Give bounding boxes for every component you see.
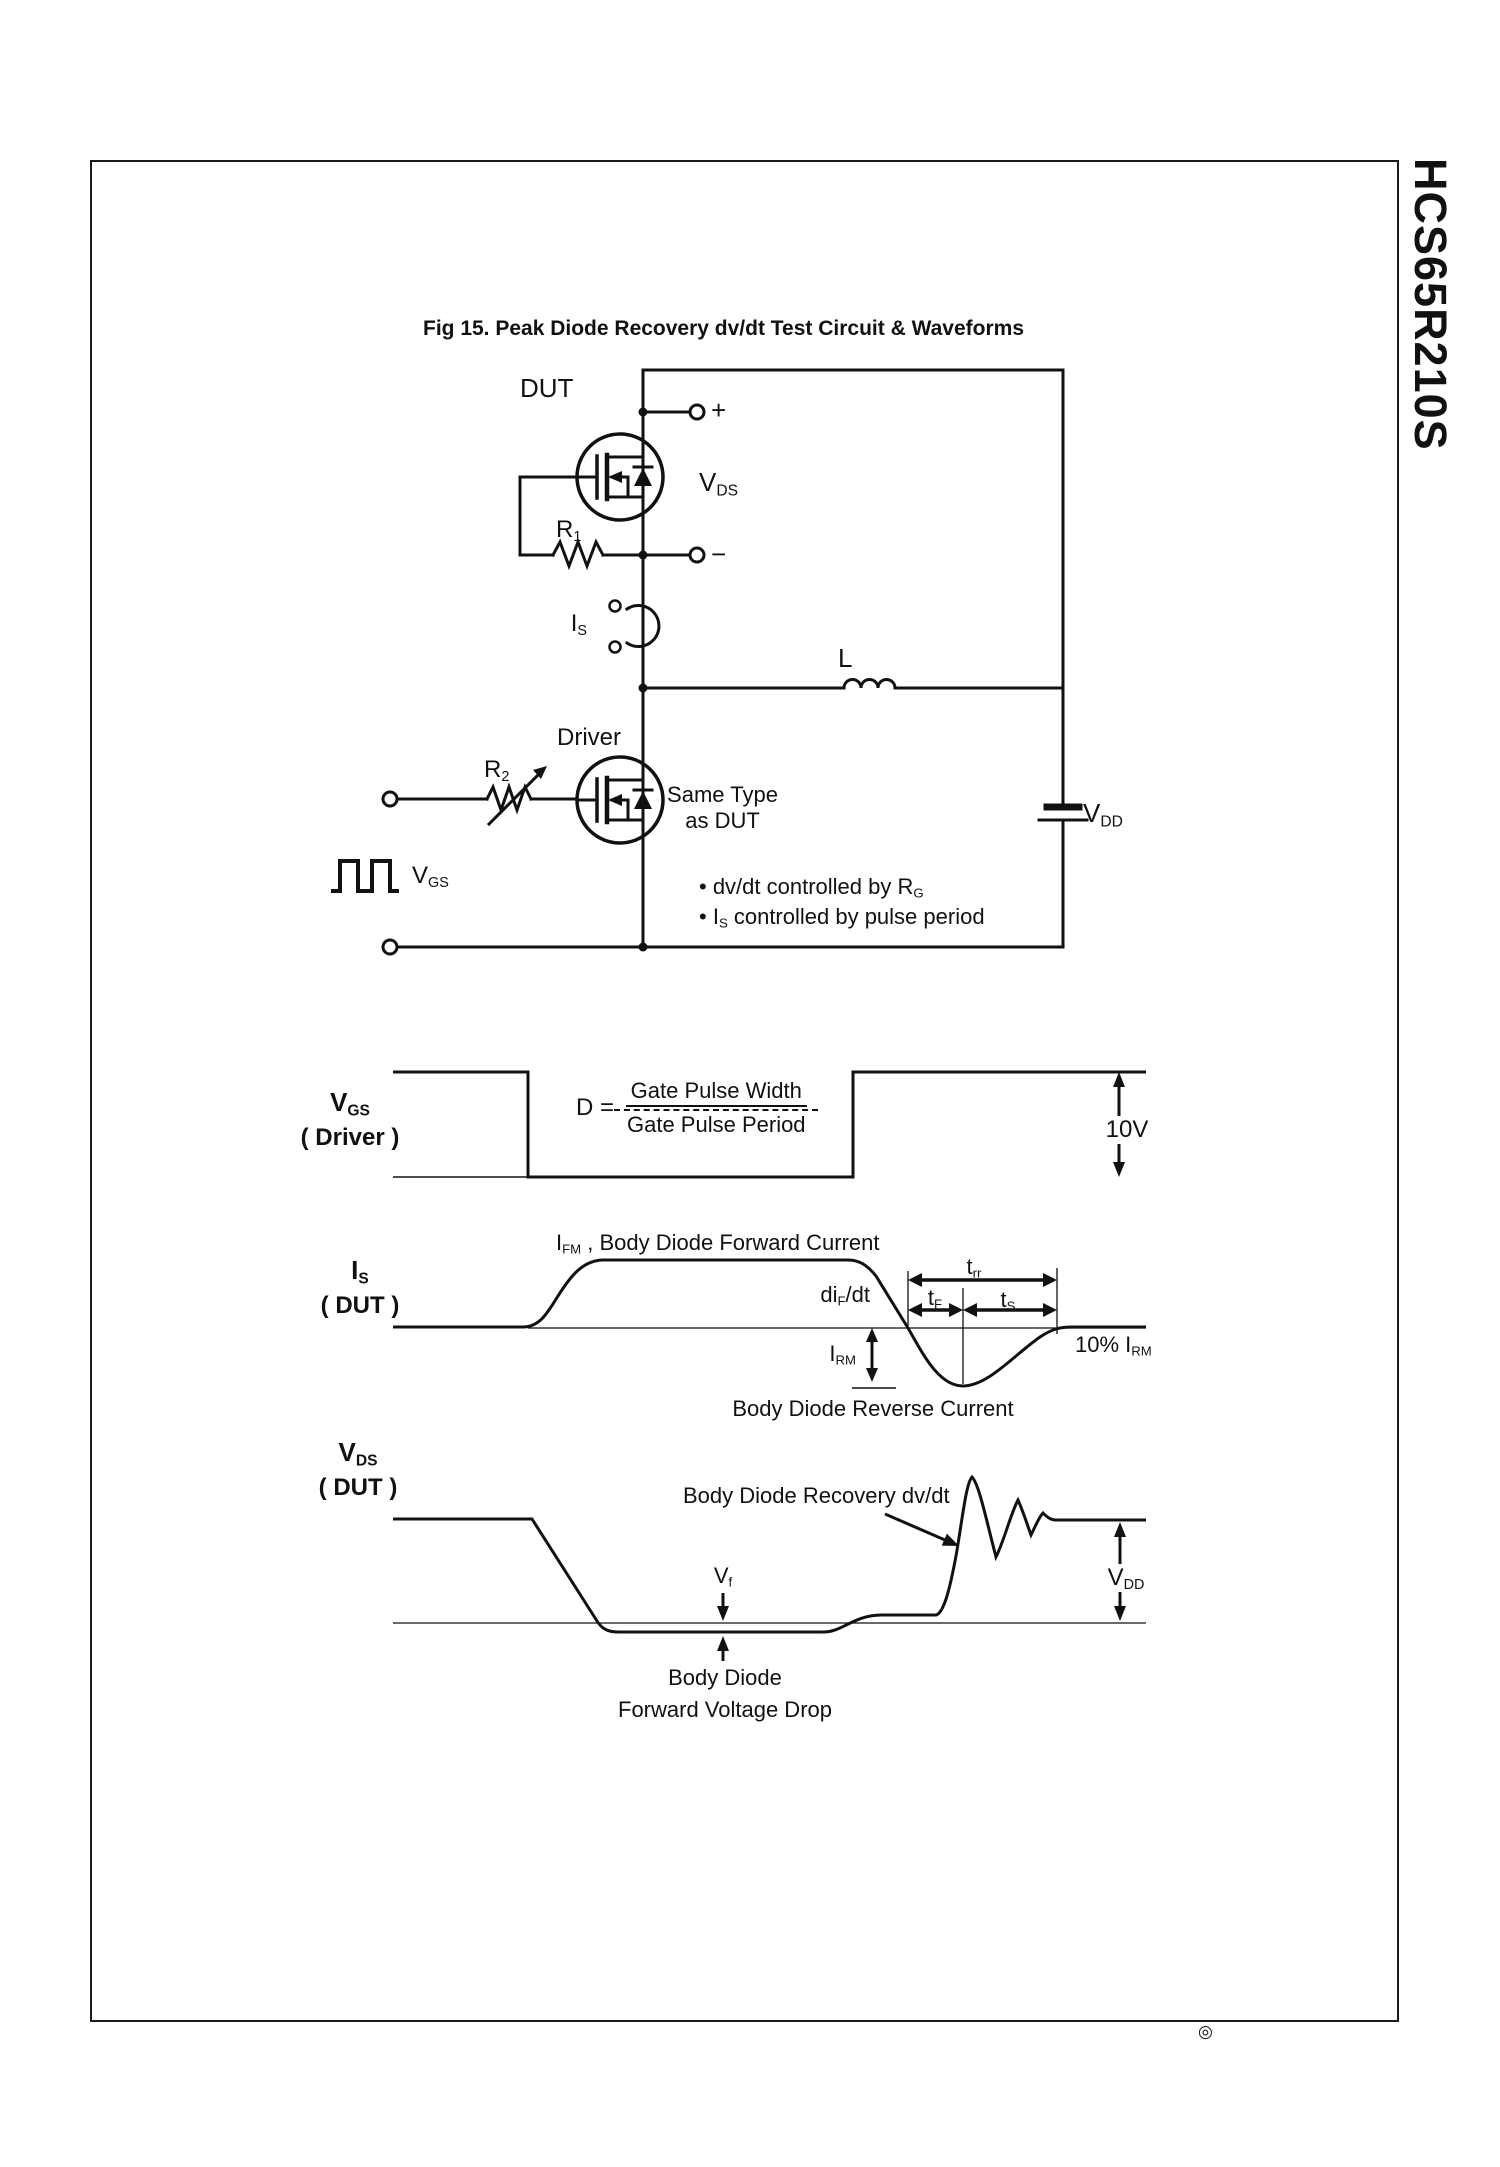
trr-arrow xyxy=(908,1273,1057,1287)
is-axis-symbol: IS xyxy=(351,1255,369,1288)
same-type-line2: as DUT xyxy=(685,808,760,833)
driver-label: Driver xyxy=(557,724,621,751)
is-axis-label: IS ( DUT ) xyxy=(280,1255,440,1319)
is-axis-line2: ( DUT ) xyxy=(320,1291,400,1319)
recovery-dvdt-label: Body Diode Recovery dv/dt xyxy=(683,1483,950,1508)
terminal-circles xyxy=(381,403,706,956)
duty-formula-lhs: D = xyxy=(576,1094,615,1121)
irm-label: IRM xyxy=(829,1341,856,1368)
fwd-drop-line2: Forward Voltage Drop xyxy=(618,1697,832,1722)
is-waveform xyxy=(393,1258,1146,1389)
same-type-line1: Same Type xyxy=(667,782,778,807)
variable-resistor-r2-icon xyxy=(484,766,547,827)
reverse-current-label: Body Diode Reverse Current xyxy=(732,1396,1014,1421)
vdd-wave-label: VDD xyxy=(1092,1564,1160,1592)
irm-arrow xyxy=(852,1328,896,1389)
vgs-circuit-label: VGS xyxy=(412,862,449,892)
trr-label: trr xyxy=(966,1254,982,1281)
recovery-pointer-arrow xyxy=(884,1512,959,1546)
vgs-waveform xyxy=(393,1070,1146,1179)
vgs-axis-line2: ( Driver ) xyxy=(300,1123,400,1151)
dut-label: DUT xyxy=(520,373,574,403)
dut-mosfet-icon xyxy=(575,432,665,522)
is-circuit-label: IS xyxy=(570,610,587,640)
formula-dashed-bar xyxy=(614,1109,819,1112)
vgs-amplitude-label: 10V xyxy=(1096,1116,1158,1144)
copyright-mark: ◎ xyxy=(1198,2022,1213,2041)
vds-axis-label: VDS ( DUT ) xyxy=(278,1437,438,1501)
same-type-note: Same Type as DUT xyxy=(640,782,805,834)
tf-label: tF xyxy=(927,1285,943,1312)
vds-axis-symbol: VDS xyxy=(338,1437,378,1470)
test-circuit xyxy=(331,368,1089,956)
r2-label: R2 xyxy=(484,756,510,786)
difdt-label: diF/dt xyxy=(820,1282,870,1309)
resistor-r1-icon xyxy=(550,537,606,571)
vf-label: Vf xyxy=(713,1563,733,1590)
note-is: • IS controlled by pulse period xyxy=(699,904,985,931)
tf-arrow xyxy=(908,1303,963,1317)
ts-arrow xyxy=(963,1303,1057,1317)
duty-formula-fraction: Gate Pulse Width Gate Pulse Period xyxy=(614,1078,819,1138)
formula-denominator: Gate Pulse Period xyxy=(627,1112,806,1138)
formula-numerator: Gate Pulse Width xyxy=(625,1078,807,1108)
pct-irm-label: 10% IRM xyxy=(1075,1332,1152,1359)
vds-axis-line2: ( DUT ) xyxy=(318,1473,398,1501)
minus-terminal-label: − xyxy=(711,539,727,569)
battery-vdd-icon xyxy=(1037,803,1089,822)
ts-label: tS xyxy=(1000,1287,1016,1314)
pulse-source-icon xyxy=(331,859,399,893)
page-border xyxy=(90,160,1399,2022)
vgs-axis-label: VGS ( Driver ) xyxy=(270,1087,430,1151)
ifm-label: IFM , Body Diode Forward Current xyxy=(556,1230,880,1257)
part-number: HCS65R210S xyxy=(1404,158,1456,451)
junction-dots xyxy=(638,407,648,952)
inductor-icon xyxy=(641,678,1065,690)
l-label: L xyxy=(838,643,853,673)
vf-arrow xyxy=(717,1593,729,1661)
figure-title: Fig 15. Peak Diode Recovery dv/dt Test C… xyxy=(423,317,1025,340)
note-dvdt: • dv/dt controlled by RG xyxy=(699,874,924,901)
plus-terminal-label: + xyxy=(711,395,727,425)
fwd-drop-line1: Body Diode xyxy=(668,1665,782,1690)
current-probe-icon xyxy=(608,599,661,654)
vgs-axis-symbol: VGS xyxy=(330,1087,370,1120)
vds-waveform xyxy=(393,1474,1146,1661)
driver-mosfet-icon xyxy=(575,755,665,845)
vdd-circuit-label: VDD xyxy=(1083,798,1123,831)
r1-label: R1 xyxy=(556,516,582,546)
vds-circuit-label: VDS xyxy=(699,467,739,500)
